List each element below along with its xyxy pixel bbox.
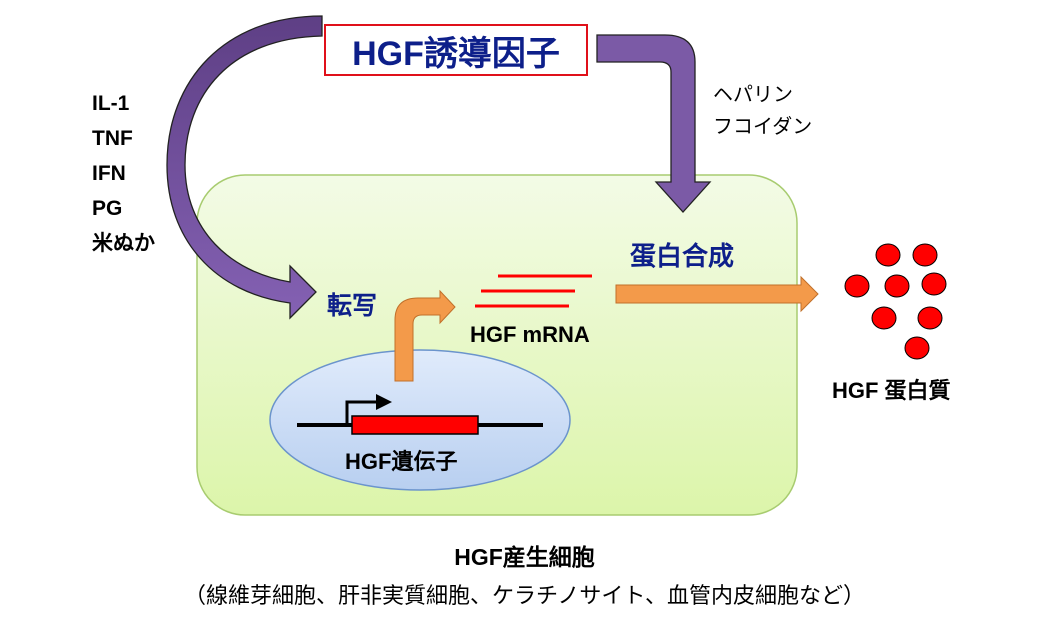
caption-title: HGF産生細胞: [454, 544, 595, 570]
gene-label: HGF遺伝子: [345, 449, 458, 474]
left-factor-list: IL-1 TNF IFN PG 米ぬか: [92, 86, 155, 261]
factor-item: 米ぬか: [92, 232, 155, 255]
protein-dot: [904, 336, 930, 360]
factor-item: ヘパリン: [713, 82, 793, 106]
promoter-arrowhead-icon: [376, 394, 392, 410]
mrna-label: HGF mRNA: [470, 322, 590, 347]
induction-arrow-right: [596, 34, 712, 213]
factor-item: フコイダン: [713, 114, 813, 138]
hgf-gene-block: [351, 415, 479, 435]
protein-dot: [844, 274, 870, 298]
protein-label: HGF 蛋白質: [832, 378, 951, 403]
hgf-protein-dots: [844, 243, 947, 360]
protein-dot: [917, 306, 943, 330]
factor-item: PG: [92, 197, 123, 220]
hgf-inducer-box: HGF誘導因子: [324, 24, 588, 76]
protein-dot: [921, 272, 947, 296]
protein-dot: [912, 243, 938, 267]
caption-subtitle: （線維芽細胞、肝非実質細胞、ケラチノサイト、血管内皮細胞など）: [184, 584, 865, 609]
synthesis-arrow: [615, 275, 819, 313]
hgf-inducer-label: HGF誘導因子: [352, 34, 560, 73]
protein-dot: [875, 243, 901, 267]
right-factor-list: ヘパリン フコイダン: [713, 78, 812, 142]
factor-item: TNF: [92, 127, 133, 150]
protein-synthesis-label: 蛋白合成: [630, 241, 735, 271]
transcription-arrow: [394, 289, 456, 382]
factor-item: IFN: [92, 162, 126, 185]
protein-dot: [884, 274, 910, 298]
factor-item: IL-1: [92, 92, 130, 115]
promoter-arrow-icon: [345, 400, 378, 425]
induction-arrow-left: [166, 15, 323, 320]
protein-dot: [871, 306, 897, 330]
transcription-label: 転写: [327, 292, 378, 320]
